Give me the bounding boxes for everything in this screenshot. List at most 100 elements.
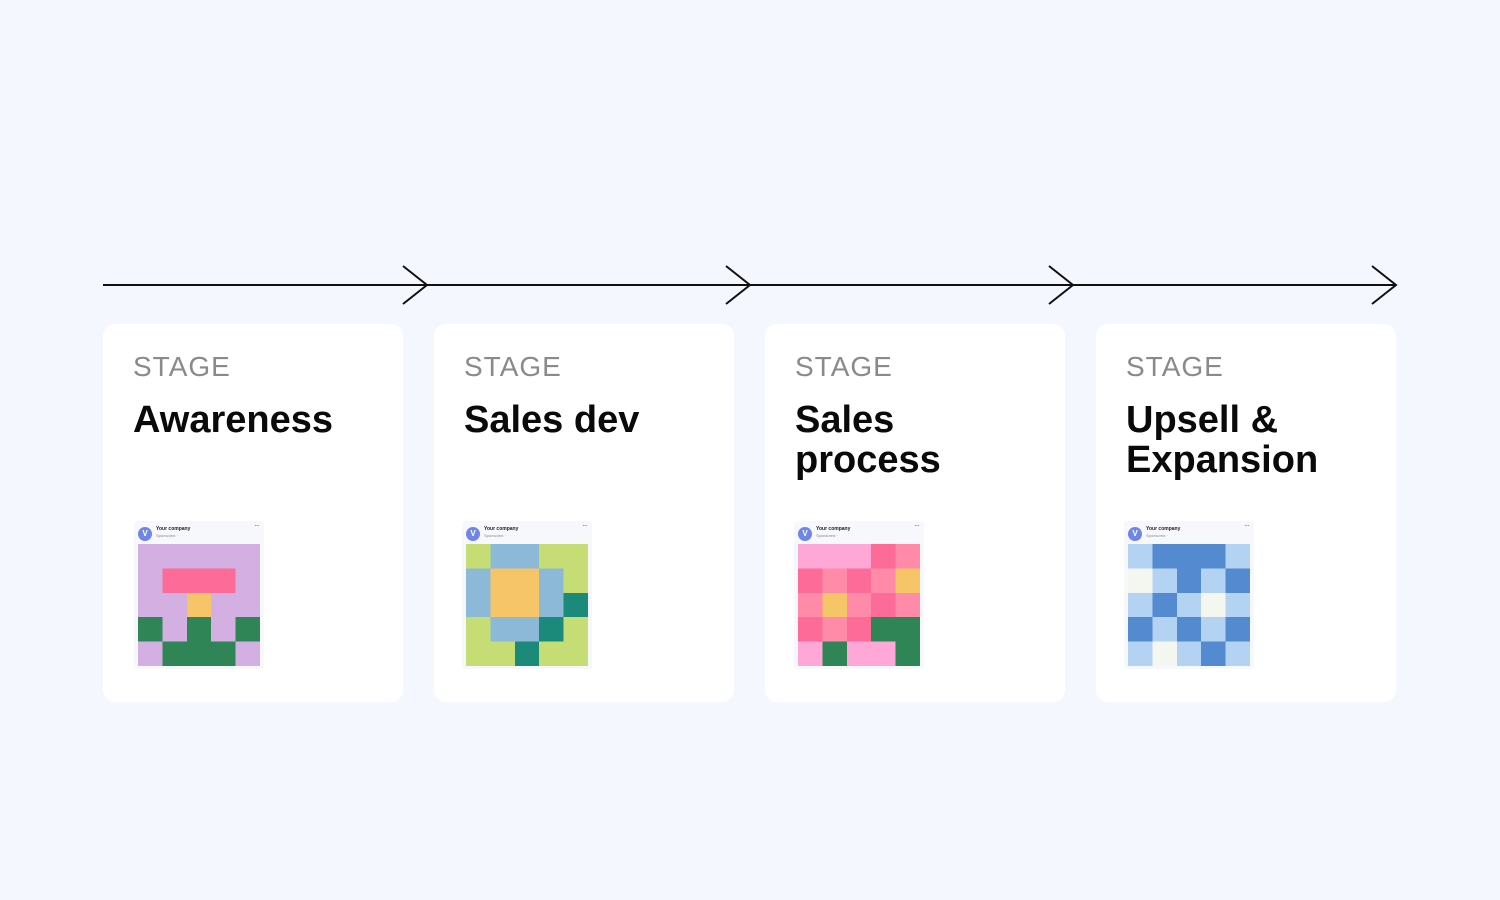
pixel-cell [846,592,872,618]
pixel-cell [798,544,823,569]
stage-card-sales-process: STAGE Sales process V Your company Spons… [765,324,1065,702]
pixel-cell [1128,592,1153,618]
more-options-icon: ··· [582,521,588,530]
pixel-cell [798,568,823,594]
pixel-cell [466,617,491,643]
stage-title: Awareness [133,399,333,441]
pixel-cell [235,568,260,594]
pixel-cell [235,592,260,618]
pixel-cell [895,544,920,569]
more-options-icon: ··· [254,521,260,530]
stage-card-upsell-expansion: STAGE Upsell & Expansion V Your company … [1096,324,1396,702]
pixel-cell [490,641,516,666]
pixel-cell [1152,617,1178,643]
stage-title: Sales dev [464,399,640,441]
pixel-cell [1201,641,1227,666]
pixel-cell [490,544,516,569]
pixel-cell [563,617,588,643]
pixel-cell [1152,568,1178,594]
stage-title: Sales process [795,399,941,481]
company-logo-icon: V [466,527,480,541]
pixel-cell [1225,568,1250,594]
arrowhead-icon [1371,265,1398,305]
pixel-cell [1201,617,1227,643]
pixel-cell [186,544,212,569]
ad-preview: V Your company Sponsored · ··· [794,521,924,669]
pixel-cell [871,641,897,666]
ad-pixel-image [798,544,920,666]
pixel-cell [490,617,516,643]
pixel-cell [138,641,163,666]
pixel-cell [1176,544,1202,569]
pixel-cell [162,641,188,666]
pixel-cell [1128,544,1153,569]
pixel-cell [895,592,920,618]
pixel-cell [211,592,237,618]
pixel-cell [138,592,163,618]
ad-pixel-image [466,544,588,666]
pixel-cell [846,641,872,666]
ad-company-name: Your company [156,526,191,532]
ad-sponsored-label: Sponsored · [1146,533,1168,538]
pixel-cell [211,568,237,594]
stage-card-sales-dev: STAGE Sales dev V Your company Sponsored… [434,324,734,702]
ad-company-name: Your company [484,526,519,532]
pixel-cell [871,617,897,643]
ad-preview: V Your company Sponsored · ··· [462,521,592,669]
chevron-right-icon [1048,265,1075,305]
pixel-cell [466,592,491,618]
pixel-cell [1152,641,1178,666]
pixel-cell [539,568,565,594]
more-options-icon: ··· [914,521,920,530]
pixel-cell [211,617,237,643]
pixel-cell [1176,641,1202,666]
pixel-cell [822,592,848,618]
ad-sponsored-label: Sponsored · [484,533,506,538]
pixel-cell [186,592,212,618]
ad-sponsored-label: Sponsored · [816,533,838,538]
pixel-cell [1225,544,1250,569]
chevron-right-icon [402,265,429,305]
pixel-cell [798,641,823,666]
pixel-cell [798,592,823,618]
pixel-cell [466,544,491,569]
pixel-cell [846,544,872,569]
pixel-cell [871,544,897,569]
pixel-cell [211,641,237,666]
pixel-cell [846,617,872,643]
chevron-right-icon [725,265,752,305]
pixel-cell [1176,617,1202,643]
pixel-cell [466,641,491,666]
pixel-cell [490,568,516,594]
stage-card-awareness: STAGE Awareness V Your company Sponsored… [103,324,403,702]
ad-pixel-image [1128,544,1250,666]
pixel-cell [138,617,163,643]
pixel-cell [186,568,212,594]
pixel-cell [1128,568,1153,594]
stage-title: Upsell & Expansion [1126,399,1319,481]
pixel-cell [563,641,588,666]
stage-label: STAGE [464,351,562,382]
pixel-cell [563,592,588,618]
pixel-cell [871,568,897,594]
pixel-cell [895,568,920,594]
more-options-icon: ··· [1244,521,1250,530]
pixel-cell [1201,592,1227,618]
pixel-cell [1225,641,1250,666]
pixel-cell [138,568,163,594]
pixel-cell [1152,592,1178,618]
pixel-cell [798,617,823,643]
ad-preview: V Your company Sponsored · ··· [134,521,264,669]
pixel-cell [186,641,212,666]
pixel-cell [162,617,188,643]
pixel-cell [1128,617,1153,643]
pixel-cell [235,617,260,643]
pixel-cell [822,617,848,643]
pixel-cell [895,641,920,666]
ad-company-name: Your company [816,526,851,532]
pixel-cell [514,617,540,643]
pixel-cell [1176,592,1202,618]
pixel-cell [1152,544,1178,569]
pixel-cell [235,641,260,666]
